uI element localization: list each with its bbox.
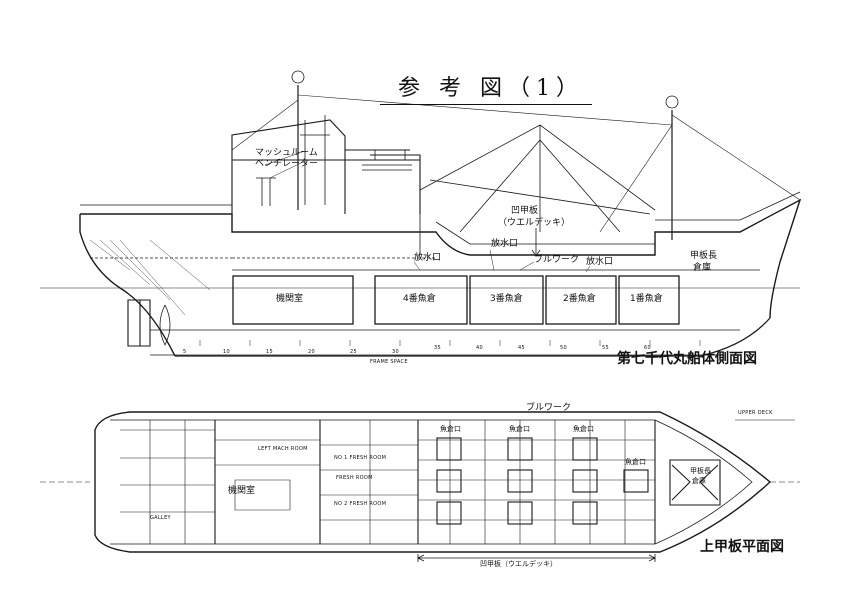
bow-store — [669, 459, 721, 506]
mush-room-label: マッシュルーム — [255, 148, 318, 158]
frame-number: 45 — [518, 345, 525, 351]
rudder — [127, 299, 151, 347]
hatch-8 — [507, 501, 533, 525]
hold-3-label: 3番魚倉 — [490, 294, 523, 304]
hatch-label-1: 魚倉口 — [440, 425, 461, 433]
frame-number: 35 — [434, 345, 441, 351]
room-label: LEFT MACH ROOM — [258, 446, 308, 452]
bosun-store-plan-label-1: 甲板長 — [690, 467, 711, 475]
hull-outline — [79, 198, 802, 357]
hatch-2 — [507, 437, 533, 461]
keel-line — [175, 317, 771, 357]
hold-2-box — [545, 275, 617, 325]
bosun-store-plan-label-2: 倉庫 — [692, 477, 706, 485]
hatch-3 — [572, 437, 598, 461]
well-deck-dimension-line — [417, 554, 656, 562]
hatch-label-3: 魚倉口 — [573, 425, 594, 433]
well-deck-note-label: （ウエルデッキ） — [498, 218, 571, 228]
hold-3-box — [469, 275, 544, 325]
frame-ticks — [149, 340, 701, 346]
hold-4-box — [374, 275, 468, 325]
hold-2-label: 2番魚倉 — [563, 294, 596, 304]
drain-port-label-3: 放水口 — [586, 257, 614, 267]
drain-leaders — [413, 249, 591, 273]
side-view-caption: 第七千代丸船体側面図 — [617, 351, 757, 367]
wheelhouse-windows — [362, 149, 412, 171]
hold-1-label: 1番魚倉 — [630, 294, 663, 304]
frame-number: 15 — [266, 349, 273, 355]
deckhouse — [231, 119, 421, 214]
hatch-1 — [436, 437, 462, 461]
ventilator-label: ベンチレーター — [255, 159, 319, 169]
bulwark-rail — [80, 191, 801, 245]
derrick-frame — [419, 124, 656, 255]
plan-rooms — [120, 420, 418, 544]
upper-deck-label: UPPER DECK — [738, 410, 773, 416]
ventilator-leaders — [264, 150, 306, 179]
engine-room-box — [232, 275, 354, 325]
hatch-10 — [623, 469, 649, 493]
frame-number: 30 — [392, 349, 399, 355]
plan-hull — [94, 411, 772, 553]
bulwark-side-label: ブルワーク — [534, 255, 580, 265]
fish-hold-grid — [418, 420, 655, 544]
fore-mast-light — [291, 70, 305, 84]
frame-number: 55 — [602, 345, 609, 351]
hatch-6 — [572, 469, 598, 493]
hatch-label-4: 魚倉口 — [625, 458, 646, 466]
room-label: NO 1 FRESH ROOM — [334, 455, 387, 461]
propeller — [159, 304, 171, 346]
room-label: NO 2 FRESH ROOM — [334, 501, 387, 507]
frame-number: 50 — [560, 345, 567, 351]
room-label: FRESH ROOM — [336, 475, 373, 481]
plan-bulwark — [110, 419, 753, 545]
hold-1-box — [618, 275, 680, 325]
frame-number: 40 — [476, 345, 483, 351]
plan-bulkheads — [214, 420, 656, 544]
frame-number: 20 — [308, 349, 315, 355]
funnel — [300, 115, 330, 205]
page-title: 参 考 図（1） — [398, 76, 584, 101]
drain-port-label-1: 放水口 — [491, 239, 519, 249]
bulwark-plan-label: ブルワーク — [526, 403, 572, 413]
frame-number: 60 — [644, 345, 651, 351]
main-mast-light — [665, 95, 679, 109]
frame-number: 25 — [350, 349, 357, 355]
deck-plan — [40, 411, 800, 562]
well-deck-dimension-label: 凹甲板（ウエルデッキ） — [480, 560, 557, 568]
well-deck-arrow — [531, 228, 541, 257]
hatch-9 — [572, 501, 598, 525]
frame-number: 10 — [223, 349, 230, 355]
hatch-label-2: 魚倉口 — [509, 425, 530, 433]
room-label: GALLEY — [150, 515, 171, 521]
stays — [231, 94, 801, 233]
stern-hatching — [89, 239, 211, 316]
drain-port-label-2: 放水口 — [414, 253, 442, 263]
ventilator-stacks — [256, 177, 276, 206]
plan-view-caption: 上甲板平面図 — [700, 539, 784, 555]
hatch-5 — [507, 469, 533, 493]
side-elevation — [40, 70, 802, 357]
well-deck-label: 凹甲板 — [511, 206, 539, 216]
engine-room-label: 機関室 — [276, 294, 304, 304]
bosun-store-side-label-2: 倉庫 — [693, 263, 712, 273]
hatch-4 — [436, 469, 462, 493]
hatch-7 — [436, 501, 462, 525]
frame-space-label: FRAME SPACE — [370, 359, 408, 365]
title-underline — [380, 104, 592, 105]
plan-engine-room-label: 機関室 — [228, 486, 256, 496]
bosun-store-side-label-1: 甲板長 — [690, 251, 718, 261]
frame-number: 5 — [183, 349, 187, 355]
hold-4-label: 4番魚倉 — [403, 294, 436, 304]
